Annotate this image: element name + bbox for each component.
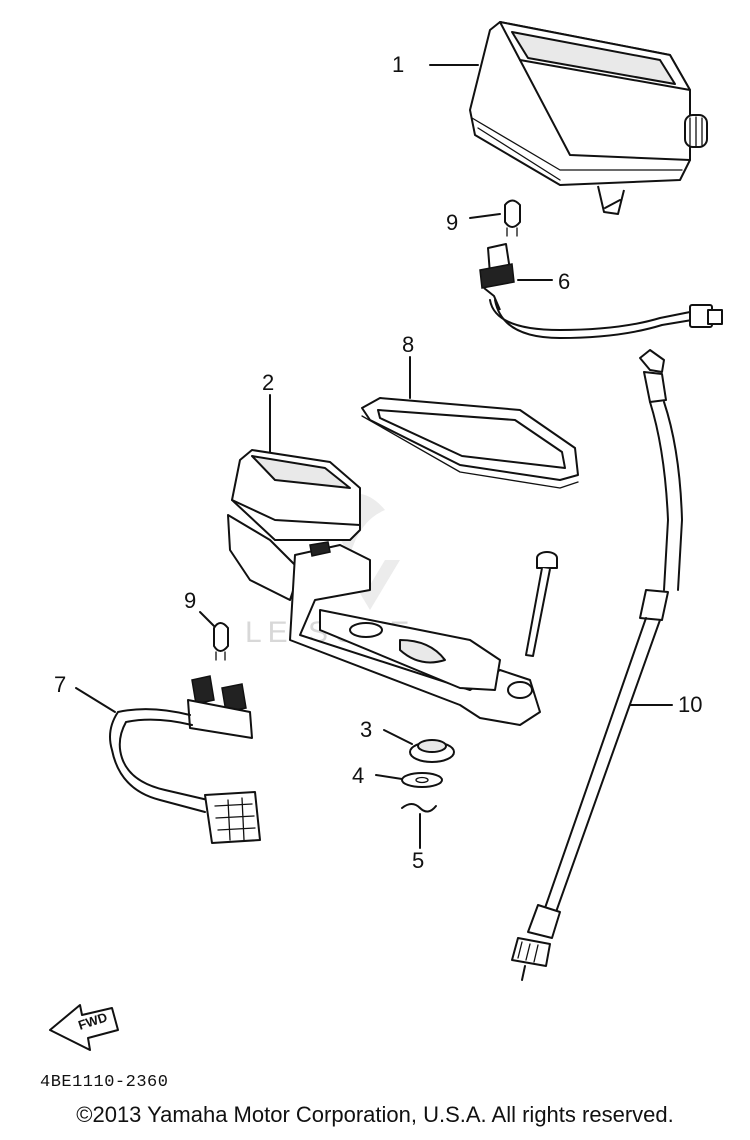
part-8-gasket[interactable] [361,397,579,489]
fwd-arrow-icon: FWD [49,1004,119,1051]
callout-9-upper: 9 [446,210,501,235]
callout-4-label: 4 [352,763,364,788]
part-4-washer[interactable] [401,772,443,788]
diagram-code: 4BE1110-2360 [40,1073,168,1092]
callout-9-upper-label: 9 [446,210,458,235]
callout-1-label: 1 [392,52,404,77]
callout-5-label: 5 [412,848,424,873]
copyright-notice: ©2013 Yamaha Motor Corporation, U.S.A. A… [76,1102,674,1127]
part-10-speedometer-cable[interactable] [511,349,683,981]
callout-10: 10 [629,692,702,717]
part-5-clip[interactable] [401,803,437,813]
part-9-bulb-lower[interactable] [213,622,229,661]
callout-10-label: 10 [678,692,702,717]
callout-8-label: 8 [402,332,414,357]
part-3-grommet[interactable] [409,739,455,763]
callout-3-label: 3 [360,717,372,742]
part-9-bulb-upper[interactable] [504,199,521,237]
callout-6-label: 6 [558,269,570,294]
callout-1: 1 [392,52,479,77]
callout-8: 8 [402,332,414,399]
part-6-bulb-socket-lead[interactable] [479,243,723,339]
bolt[interactable] [525,551,558,657]
callout-3: 3 [360,717,413,745]
callout-9-lower: 9 [184,588,215,627]
callout-2: 2 [262,370,274,453]
callout-9-lower-label: 9 [184,588,196,613]
callout-7: 7 [54,672,116,713]
callout-4: 4 [352,763,403,788]
callout-5: 5 [412,813,424,873]
part-7-meter-harness[interactable] [109,675,261,844]
callout-2-label: 2 [262,370,274,395]
part-2-meter-bracket[interactable] [227,449,541,726]
callout-7-label: 7 [54,672,66,697]
part-1-meter-assembly[interactable] [469,21,708,215]
callout-6: 6 [517,269,570,294]
